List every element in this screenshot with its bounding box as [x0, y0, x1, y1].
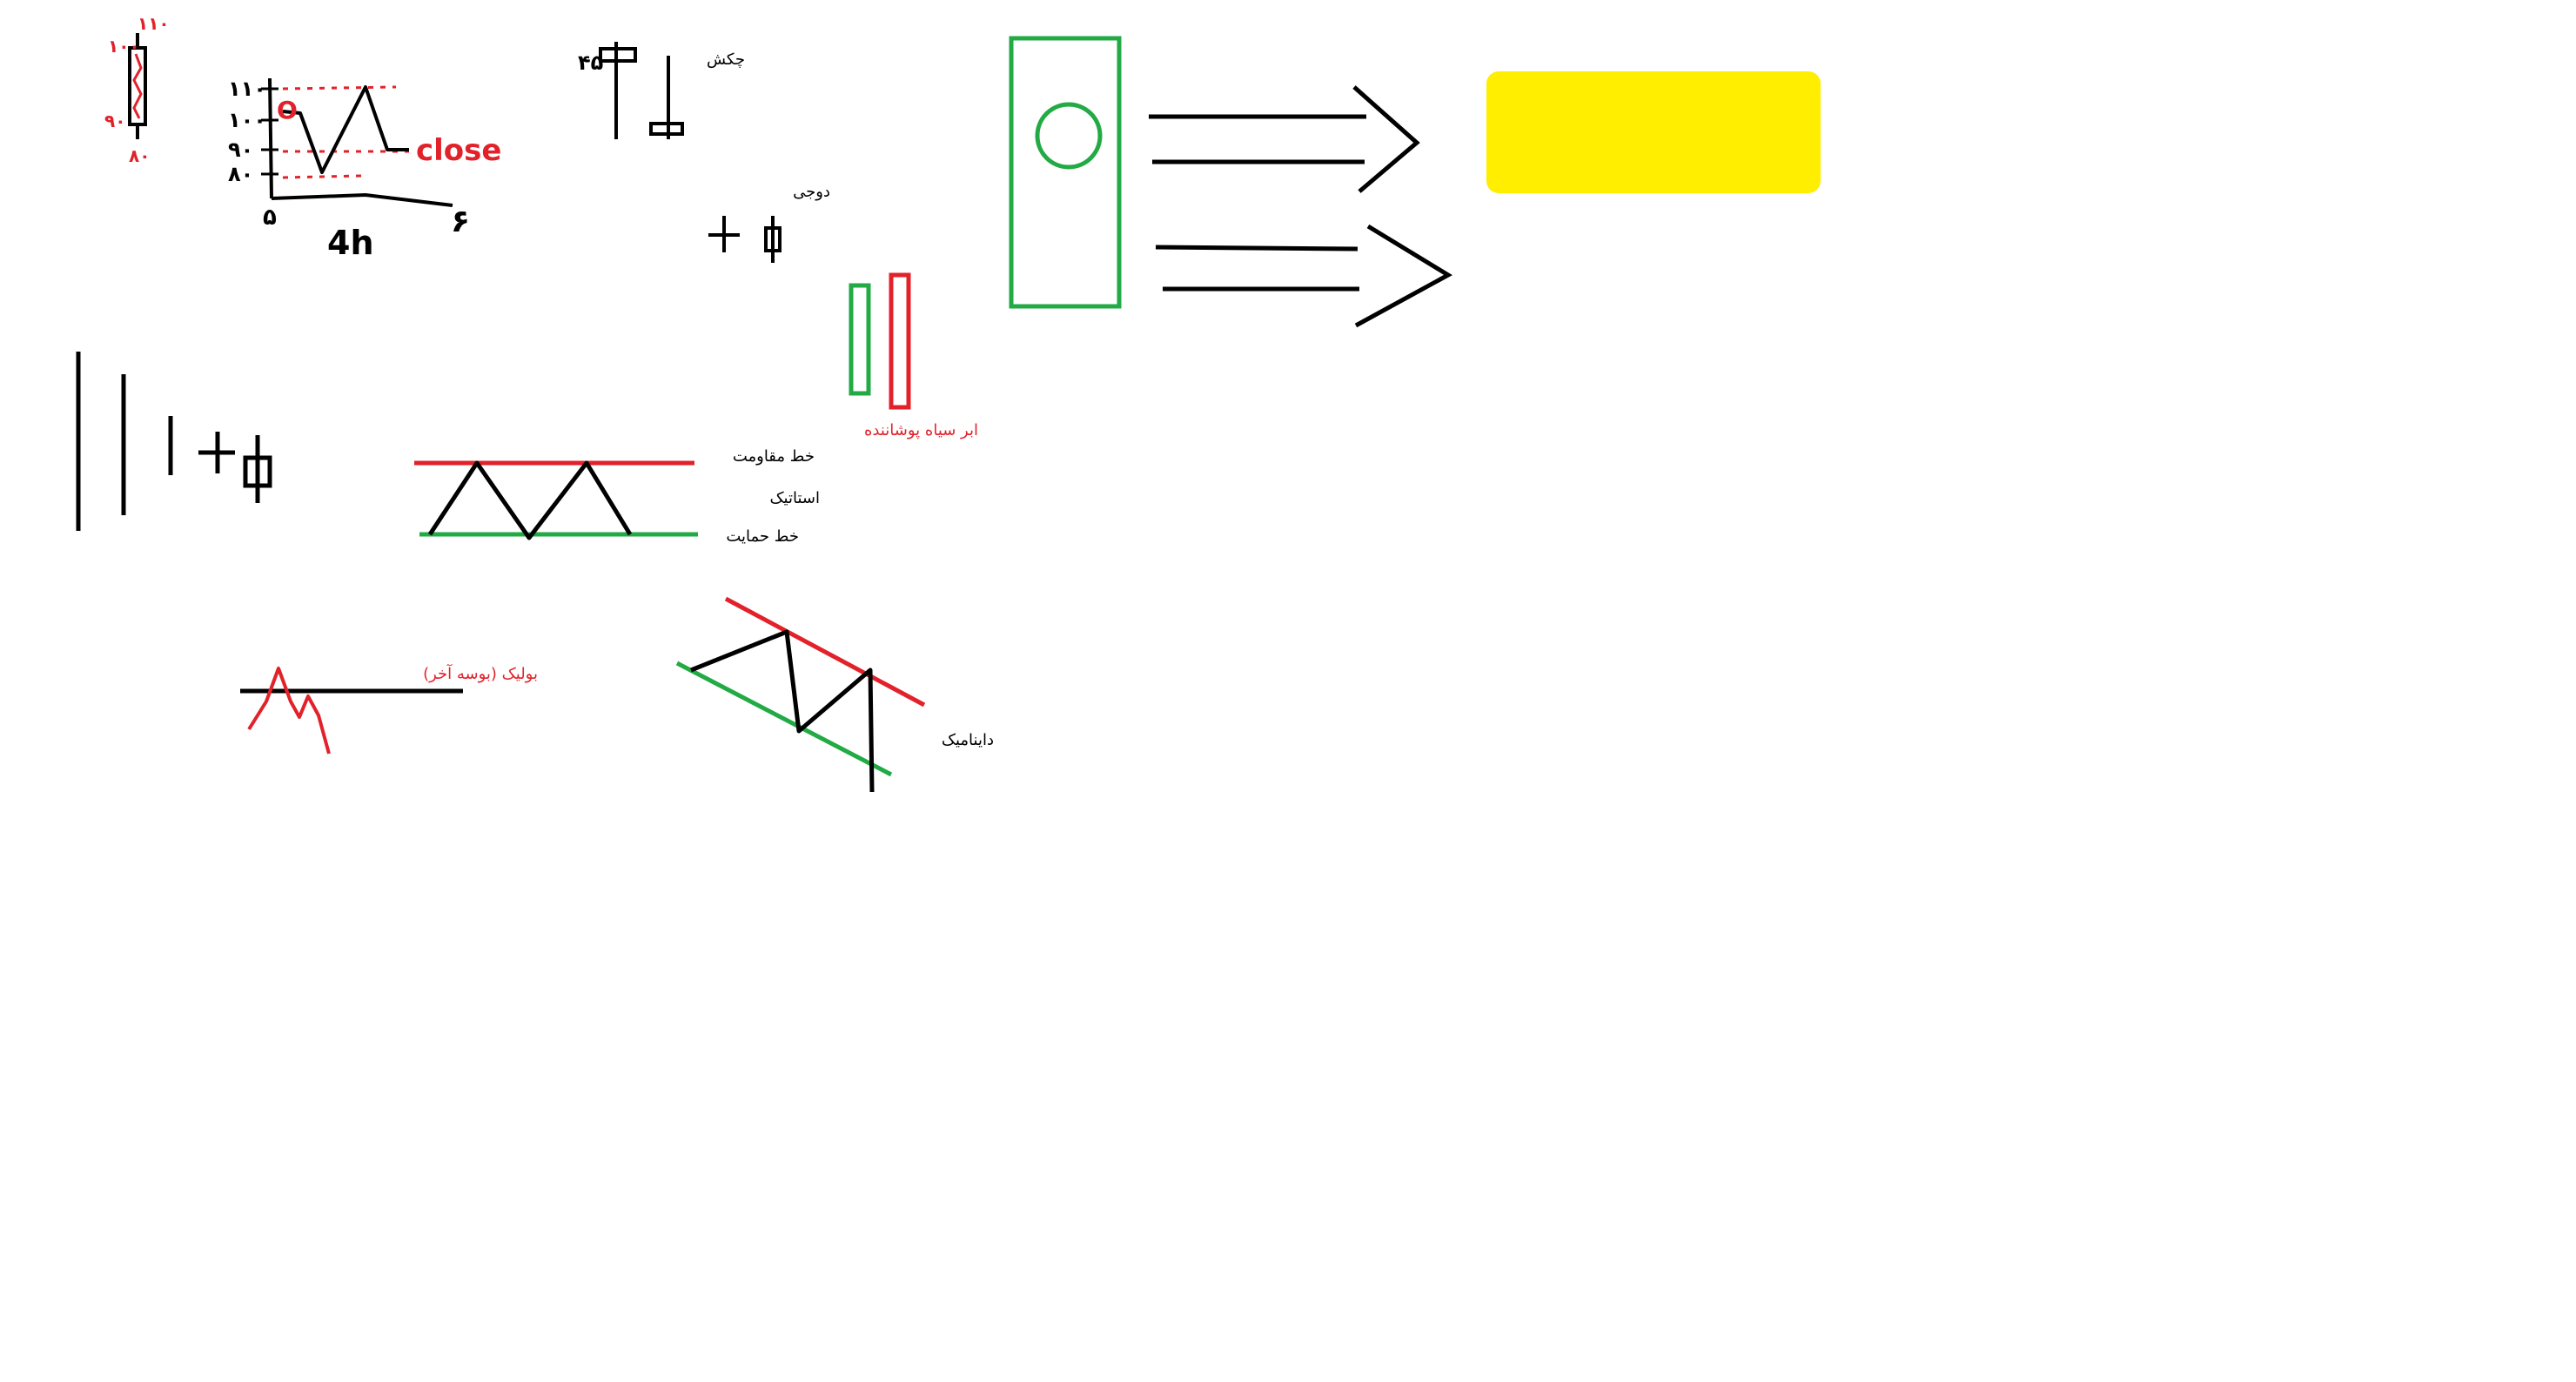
dark-cloud-label: ابر سیاه پوشاننده: [864, 421, 978, 439]
level-80-dotted: [282, 174, 362, 179]
hammer-label: چکش: [707, 50, 745, 69]
arrow-upper: [1149, 85, 1420, 193]
signal-panel: [1009, 36, 1122, 309]
mini-price-chart: ۱۱۰ ۱۰۰ ۹۰ ۸۰ O close ۵ ۶ 4h: [228, 77, 501, 262]
y-tick-label-80: ۸۰: [228, 162, 253, 186]
inverted-hammer-head: [649, 122, 684, 136]
dark-cloud-pattern: ابر سیاه پوشاننده: [849, 272, 978, 439]
level-110-dotted: [282, 85, 397, 91]
doji-pattern: دوجی: [708, 183, 830, 263]
mini-chart-x-axis: [271, 192, 453, 207]
dynamic-zigzag: [690, 629, 875, 793]
green-circle: [1035, 102, 1103, 170]
x-start-label: ۵: [263, 205, 277, 231]
static-label: استاتیک: [769, 489, 820, 507]
green-candle: [849, 283, 871, 396]
hammer-head: [599, 47, 637, 63]
red-price-path: [247, 667, 331, 755]
arrow-lower-head: [1354, 224, 1452, 328]
dynamic-support-line: [675, 661, 893, 777]
red-candle: [889, 272, 911, 410]
hammer-pattern: ۴۵ چکش: [578, 42, 745, 139]
doji-label: دوجی: [793, 183, 830, 201]
arrow-lower-shaft-top: [1155, 245, 1358, 252]
green-frame: [1009, 36, 1122, 309]
x-end-label: ۶: [451, 204, 470, 239]
y-tick-label-110: ۱۱۰: [228, 77, 266, 101]
candle-close-label: ۹۰: [104, 111, 125, 131]
annotated-candlestick: ۱۱۰ ۱۰۰ ۹۰ ۸۰: [104, 13, 170, 166]
candle-open-label: ۱۰۰: [108, 36, 140, 57]
price-path: [282, 85, 409, 174]
yellow-box: [1486, 71, 1821, 193]
arrow-lower: [1155, 224, 1452, 328]
zigzag-path: [427, 460, 633, 540]
mini-chart-y-axis: [268, 77, 273, 199]
bull-trap-diagram: بولیک (بوسه آخر): [240, 663, 538, 755]
arrow-upper-head: [1352, 85, 1420, 193]
support-label: خط حمایت: [726, 527, 799, 546]
vertical-lines-group: [76, 352, 272, 531]
bull-trap-label: بولیک (بوسه آخر): [423, 663, 538, 683]
y-tick-label-100: ۱۰۰: [228, 108, 266, 132]
candle-hatch: [132, 53, 143, 119]
dynamic-label: داینامیک: [942, 731, 994, 749]
dynamic-resistance-line: [724, 596, 926, 708]
candle-low-label: ۸۰: [129, 145, 150, 166]
dynamic-trend-diagram: داینامیک: [675, 596, 994, 793]
small-candle-body: [243, 455, 272, 488]
doji-small-body: [764, 226, 782, 252]
open-marker: O: [277, 96, 298, 124]
candle-high-label: ۱۱۰: [138, 13, 170, 34]
y-tick-label-90: ۹۰: [228, 138, 253, 162]
static-sr-diagram: خط مقاومت استاتیک خط حمایت: [414, 447, 820, 546]
close-word: close: [416, 133, 501, 168]
resistance-label: خط مقاومت: [733, 447, 815, 466]
x-axis-label: 4h: [327, 224, 374, 262]
